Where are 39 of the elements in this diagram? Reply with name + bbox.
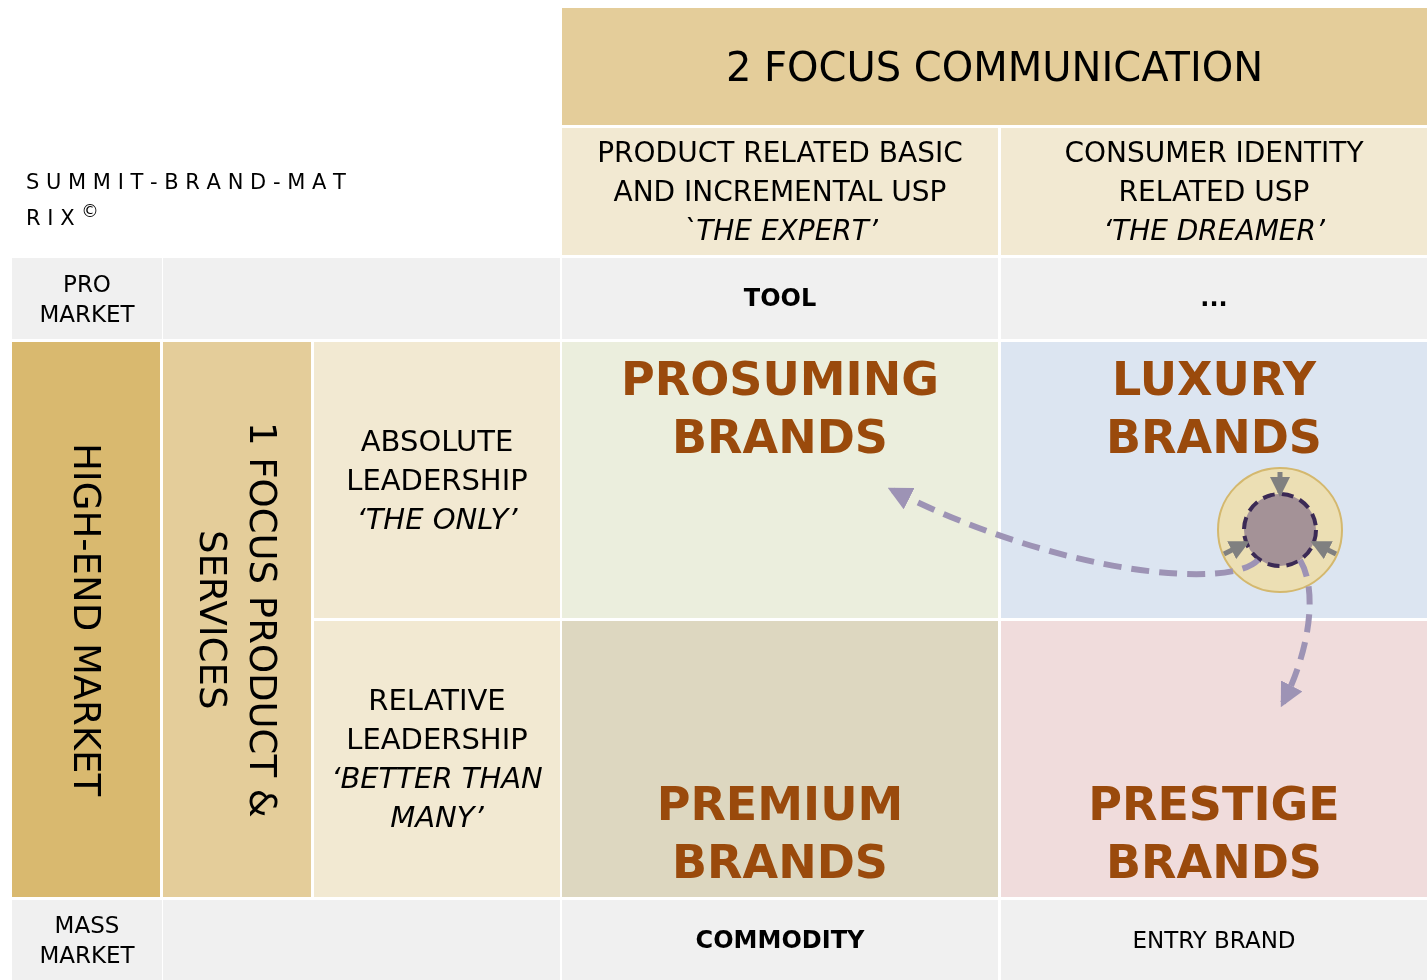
column-header [1001, 128, 1427, 255]
arrow [1310, 540, 1338, 560]
segment-label: LUXURY BRANDS [1105, 351, 1323, 466]
cell-text: ... [1200, 283, 1228, 314]
column-title: CONSUMER IDENTITY RELATED USP [1063, 135, 1365, 210]
row-header [314, 621, 560, 897]
band-label: HIGH-END MARKET [64, 442, 109, 797]
arrow [1270, 472, 1290, 497]
row-band [163, 342, 311, 897]
row-label: RELATIVE LEADERSHIP [345, 682, 529, 758]
tagline-text: ‘BETTER THAN MANY’ [330, 760, 544, 836]
arrow [1222, 540, 1250, 560]
cell-text: ENTRY BRAND [1132, 926, 1296, 955]
matrix-cell [1001, 621, 1427, 897]
tagline-text: ‘THE ONLY’ [355, 500, 519, 538]
segment-label: PRESTIGE BRANDS [1087, 776, 1341, 891]
arrow [887, 487, 1260, 578]
cell-text: COMMODITY [695, 924, 865, 956]
matrix-cell [562, 342, 998, 618]
cell-text: TOOL [743, 283, 817, 314]
row-label: ABSOLUTE LEADERSHIP [345, 422, 529, 499]
row-band [12, 342, 160, 897]
row-label: PRO MARKET [38, 269, 136, 329]
header-band [562, 8, 1427, 125]
tagline-text: ‘THE DREAMER’ [1102, 213, 1326, 249]
row-label: MASS MARKET [38, 911, 136, 970]
column-title: PRODUCT RELATED BASIC AND INCREMENTAL USP [596, 135, 964, 210]
matrix-title: S U M M I T - B R A N D - M A T R I X $^{©}$ [26, 169, 347, 232]
segment-label: PREMIUM BRANDS [655, 776, 905, 891]
header-title: 2 FOCUS COMMUNICATION [725, 42, 1264, 92]
row-header [314, 342, 560, 618]
matrix-cell [1001, 342, 1427, 618]
column-header [562, 128, 998, 255]
arrow [1280, 558, 1313, 708]
matrix-cell [562, 621, 998, 897]
tagline-text: `THE EXPERT’ [681, 213, 879, 249]
inner-circle [1242, 492, 1318, 568]
band-label: 1 FOCUS PRODUCT & SERVICES [190, 420, 285, 820]
segment-label: PROSUMING BRANDS [620, 351, 940, 466]
